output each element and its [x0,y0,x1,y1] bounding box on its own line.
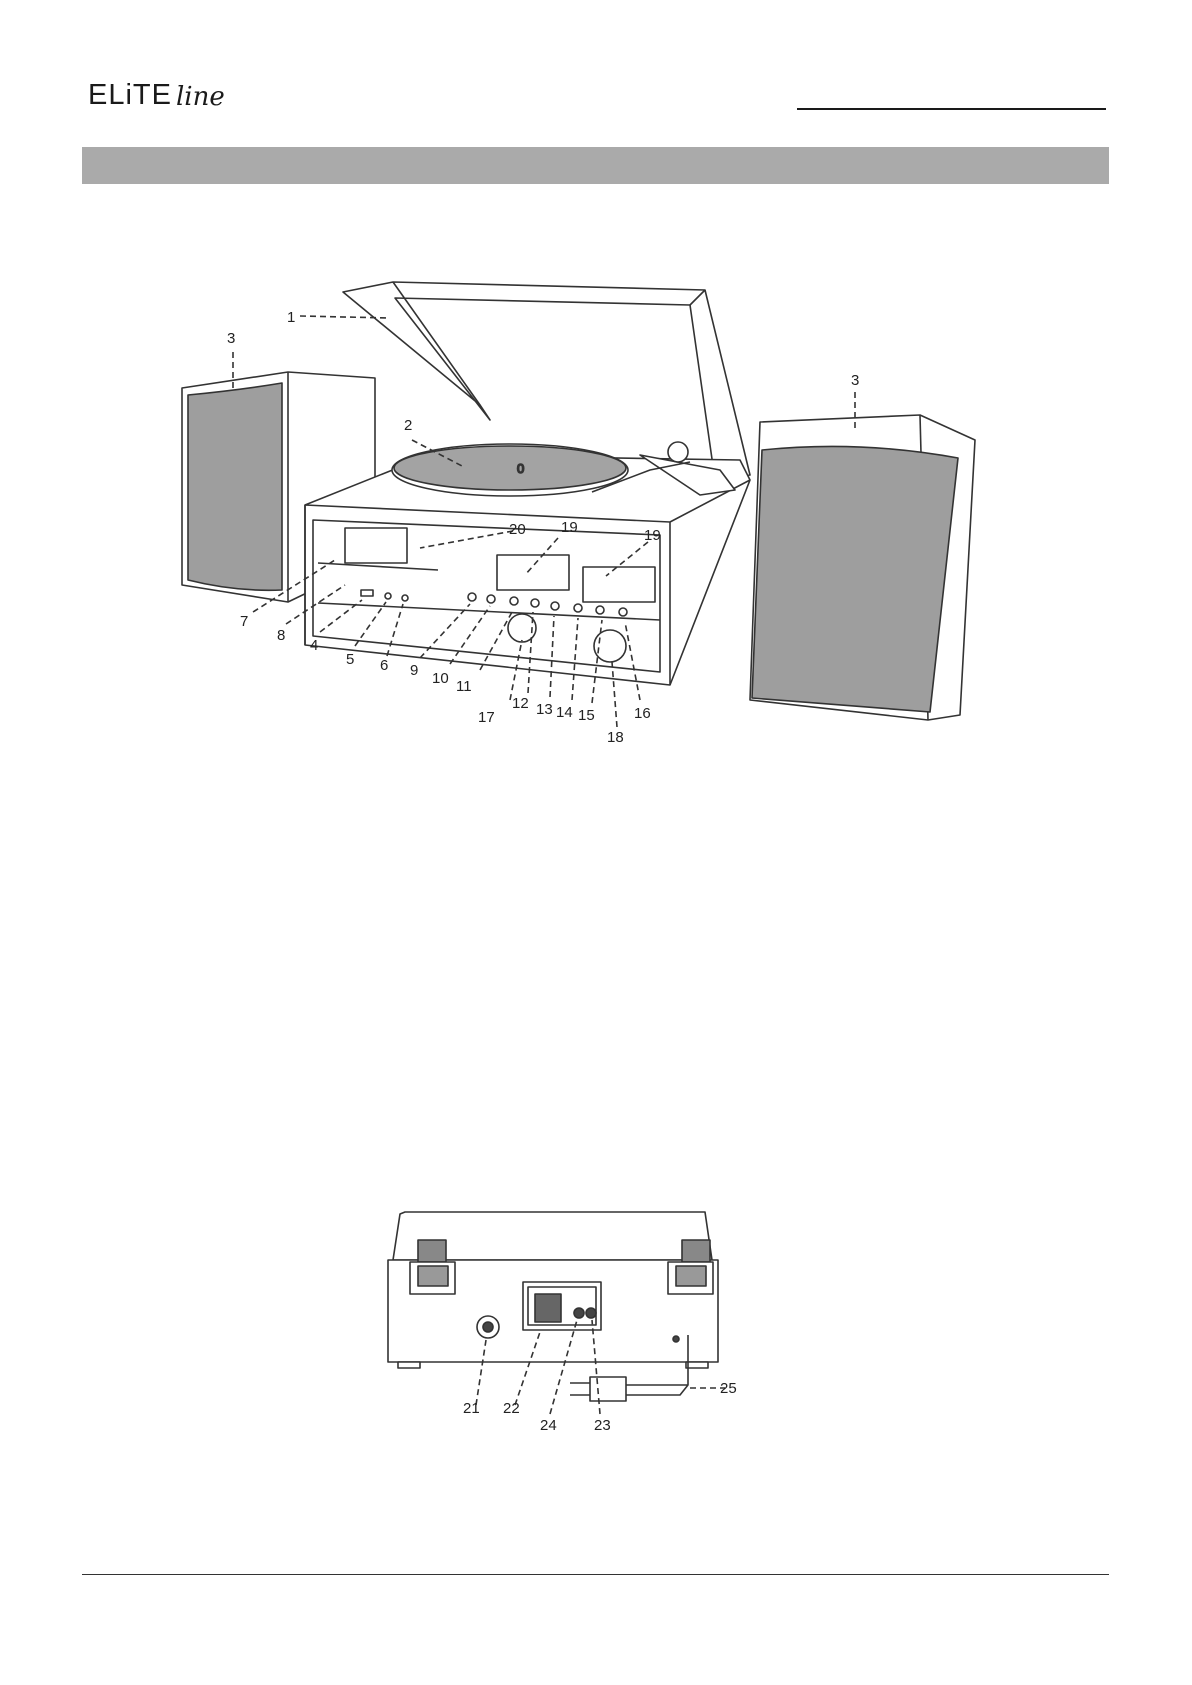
callout-25: 25 [720,1380,737,1397]
callout-24: 24 [540,1417,557,1434]
callout-22: 22 [503,1400,520,1417]
callout-23: 23 [594,1417,611,1434]
footer-rule [82,1574,1109,1575]
callout-21: 21 [463,1400,480,1417]
